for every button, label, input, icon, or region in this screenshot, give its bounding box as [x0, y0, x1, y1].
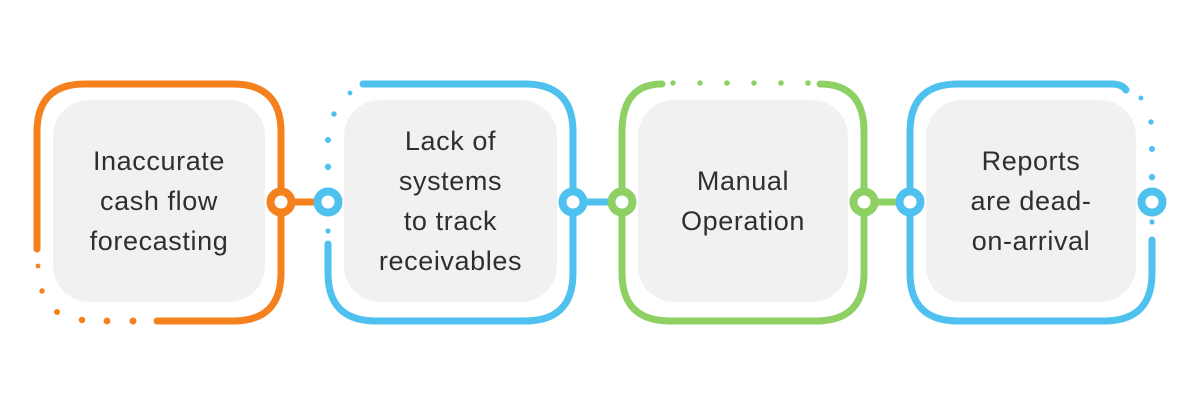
dot	[778, 80, 784, 86]
dot	[78, 316, 86, 324]
dot	[1148, 173, 1156, 181]
box-2-input-node	[313, 187, 343, 217]
dot	[1149, 146, 1155, 152]
box-1-panel	[53, 100, 265, 302]
dot	[324, 163, 332, 171]
box-2-dots	[324, 90, 353, 234]
dot	[39, 288, 45, 294]
box-2	[313, 80, 588, 325]
dot	[1138, 95, 1144, 101]
dot	[325, 137, 331, 143]
dot	[35, 263, 41, 269]
box-3	[607, 80, 879, 325]
dot	[670, 80, 676, 86]
dot	[697, 80, 703, 86]
box-4-label: Reports are dead- on-arrival	[970, 146, 1092, 256]
box-4	[895, 80, 1167, 325]
box-1-border	[33, 80, 285, 325]
box-2-panel	[344, 100, 557, 302]
box-3-input-node	[607, 187, 637, 217]
box-2-output-node	[558, 187, 588, 217]
dot	[805, 80, 811, 86]
box-3-border	[618, 80, 868, 325]
dot	[1148, 119, 1154, 125]
box-4-dots	[1138, 95, 1156, 225]
dot	[347, 90, 353, 96]
dot	[331, 111, 337, 117]
box-4-border	[906, 80, 1156, 325]
box-4-panel	[926, 100, 1136, 302]
box-4-input-node	[895, 187, 925, 217]
dot	[129, 317, 137, 325]
box-1-output-node	[266, 187, 296, 217]
dot	[751, 80, 757, 86]
box-2-border	[324, 80, 577, 325]
box-3-panel	[638, 100, 848, 302]
dot	[724, 80, 730, 86]
box-1	[33, 80, 296, 325]
box-2-label: Lack of systems to track receivables	[378, 126, 523, 276]
box-1-dots	[35, 263, 137, 325]
box-1-label: Inaccurate cash flow forecasting	[89, 146, 229, 256]
box-3-dots	[670, 80, 811, 86]
dot	[54, 309, 60, 315]
box-4-end-node	[1137, 187, 1167, 217]
dot	[325, 228, 331, 234]
dot	[103, 317, 111, 325]
box-3-output-node	[849, 187, 879, 217]
dot	[1149, 219, 1155, 225]
box-3-label: Manual Operation	[681, 166, 805, 236]
